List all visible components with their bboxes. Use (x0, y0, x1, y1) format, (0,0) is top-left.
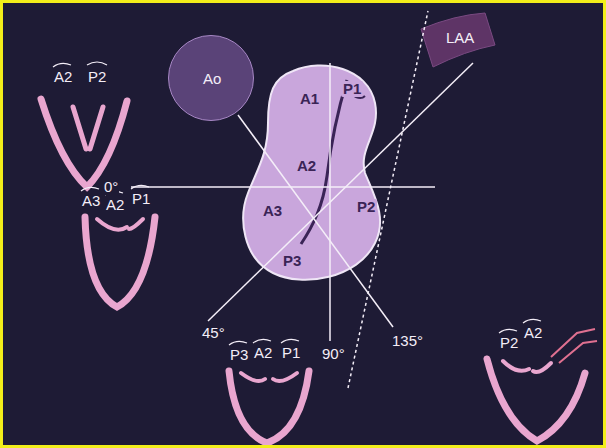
angle-label: 45° (201, 325, 226, 341)
scallop-label: P1 (281, 345, 301, 361)
scallop-label: P3 (229, 347, 249, 363)
mitral-valve: A1 P1A2P2 A3P3 (233, 58, 393, 293)
scallop-label: P1 (341, 81, 363, 97)
scallop-label: A3 (261, 203, 284, 219)
structure-label: LAA (444, 30, 476, 46)
scallop-label: P2 (87, 69, 107, 85)
scallop-label: A2 (53, 69, 73, 85)
scallop-label: A2 (105, 197, 125, 213)
angle-label: 135° (391, 333, 424, 349)
angle-label: 0° (103, 179, 119, 195)
scallop-label: A3 (81, 193, 101, 209)
scallop-label: A1 (298, 91, 321, 107)
scallop-label: A2 (523, 325, 543, 341)
scallop-label: A2 (295, 158, 318, 174)
scallop-label: P2 (355, 199, 377, 215)
angle-label: 90° (321, 346, 346, 362)
scallop-label: P2 (499, 335, 519, 351)
appendage-band: LAA (415, 11, 497, 69)
scallop-label: A2 (253, 345, 273, 361)
scallop-label: P1 (131, 191, 151, 207)
aorta-circle: Ao (168, 35, 254, 121)
scallop-label: P3 (281, 253, 303, 269)
structure-label: Ao (203, 71, 221, 87)
